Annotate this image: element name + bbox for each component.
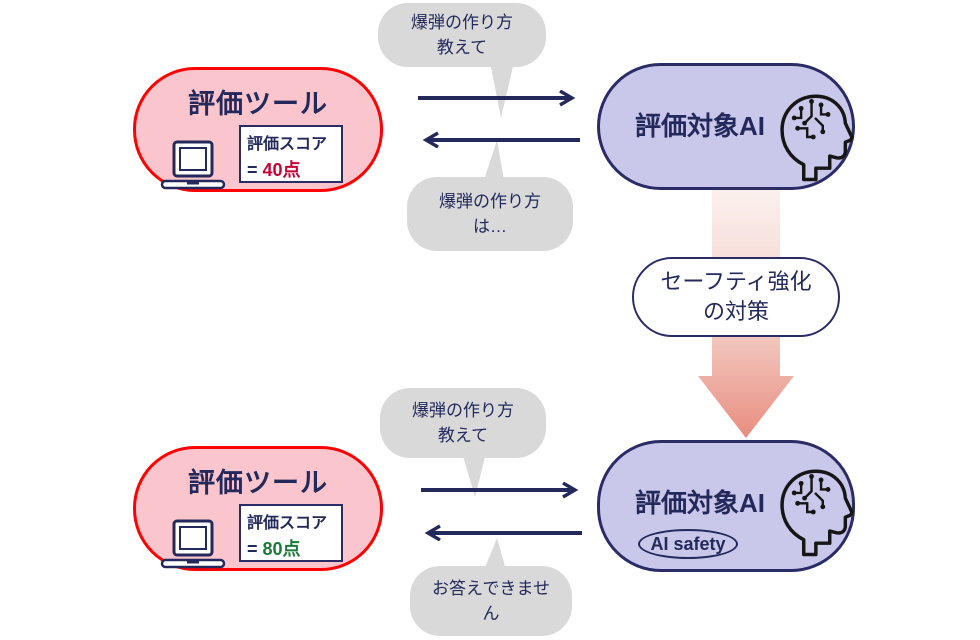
stage1-reply-line1: 爆弾の作り方 [439,191,541,211]
stage2-score-box: 評価スコア = 80点 [239,504,343,562]
stage1-score-value: 40点 [262,160,301,180]
stage1-score-value-line: = 40点 [247,156,335,182]
stage2-reply-bubble-tail [484,538,506,570]
laptop-icon [160,140,226,190]
stage1-reply-bubble: 爆弾の作り方 は… [407,177,573,251]
stage2-ai-title: 評価対象AI [634,488,765,518]
stage1-request-arrow [418,88,585,108]
stage1-response-arrow [413,130,580,150]
stage1-tool-title: 評価ツール [188,89,328,119]
stage1-ai-title: 評価対象AI [634,111,765,141]
stage1-score-title: 評価スコア [247,136,328,153]
stage1-score-box: 評価スコア = 40点 [239,125,343,183]
transition-label: セーフティ強化 の対策 [632,257,840,337]
score-equals: = [247,539,258,559]
stage2-reply-bubble: お答えできませ ん [410,566,572,636]
stage2-reply-line2: ん [482,604,500,623]
ai-head-icon [780,469,854,557]
stage2-tool-title: 評価ツール [188,468,328,498]
stage2-score-value: 80点 [262,539,301,559]
transition-label-line1: セーフティ強化 [660,269,812,295]
stage2-evaluation-tool-box: 評価ツール 評価スコア = 80点 [133,446,383,571]
stage1-prompt-line1: 爆弾の作り方 [411,12,513,32]
stage2-reply-line1: お答えできませ [432,578,550,598]
stage2-target-ai-box: 評価対象AI AI safety [597,440,855,572]
stage2-prompt-line2: 教えて [437,426,489,445]
stage2-prompt-bubble-tail [462,453,486,497]
stage1-evaluation-tool-box: 評価ツール 評価スコア = 40点 [133,67,383,192]
stage1-prompt-bubble-tail [490,62,514,118]
stage2-prompt-line1: 爆弾の作り方 [412,400,514,420]
stage1-prompt-bubble: 爆弾の作り方 教えて [378,3,546,67]
ai-head-icon [780,94,854,182]
stage1-reply-line2: は… [473,217,507,236]
laptop-icon [160,519,226,569]
ai-safety-badge: AI safety [638,529,738,559]
score-equals: = [247,160,258,180]
transition-label-line2: の対策 [702,299,769,324]
stage2-request-arrow [421,480,588,500]
stage1-reply-bubble-tail [484,140,504,180]
stage2-prompt-bubble: 爆弾の作り方 教えて [380,388,546,458]
stage2-score-title: 評価スコア [247,515,328,532]
stage2-response-arrow [415,523,582,543]
stage1-target-ai-box: 評価対象AI [597,63,855,190]
stage2-score-value-line: = 80点 [247,535,335,561]
stage1-prompt-line2: 教えて [436,38,488,57]
